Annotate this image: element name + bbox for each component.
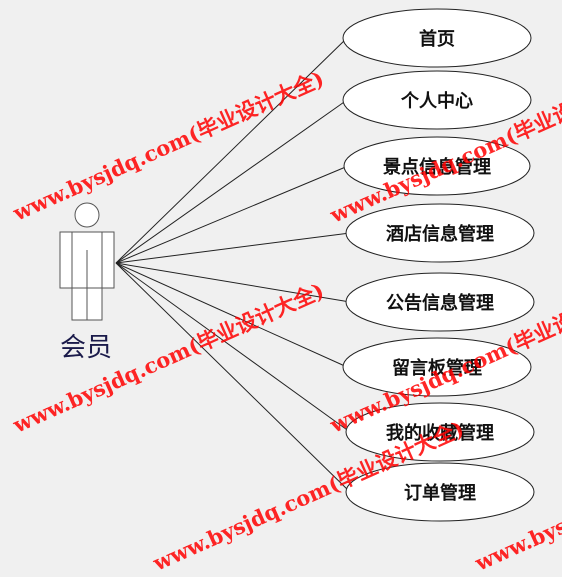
association-line: [115, 262, 348, 368]
association-line: [115, 262, 351, 303]
use-case[interactable]: 首页: [342, 8, 532, 68]
use-case-ellipse: [342, 70, 532, 130]
use-case-ellipse: [345, 203, 535, 263]
use-case[interactable]: 个人中心: [342, 70, 532, 130]
use-case[interactable]: 公告信息管理: [345, 272, 535, 332]
use-case-diagram: 会员 首页个人中心景点信息管理酒店信息管理公告信息管理留言板管理我的收藏管理订单…: [59, 8, 535, 522]
association-lines: [115, 37, 351, 493]
association-line: [115, 262, 351, 493]
use-case[interactable]: 景点信息管理: [343, 136, 531, 196]
actor-head: [74, 202, 100, 228]
use-case-ellipse: [345, 462, 535, 522]
use-case-ellipse: [345, 272, 535, 332]
actor-figure: [59, 202, 115, 321]
use-case-ellipse: [343, 136, 531, 196]
association-line: [115, 165, 349, 264]
use-case-label: 酒店信息管理: [386, 223, 494, 245]
association-line: [115, 262, 351, 433]
use-case[interactable]: 酒店信息管理: [345, 203, 535, 263]
association-line: [115, 99, 348, 264]
use-case[interactable]: 留言板管理: [342, 337, 532, 397]
actor-label: 会员: [60, 333, 112, 363]
use-case-label: 首页: [419, 28, 455, 50]
use-case-label: 我的收藏管理: [386, 422, 494, 444]
use-case-label: 订单管理: [404, 482, 476, 504]
use-case[interactable]: 我的收藏管理: [345, 402, 535, 462]
use-case-label: 景点信息管理: [383, 156, 491, 178]
association-line: [115, 37, 348, 264]
association-line: [115, 232, 351, 264]
use-case-label: 留言板管理: [392, 357, 482, 379]
use-case-ellipse: [342, 337, 532, 397]
use-case-label: 个人中心: [400, 90, 473, 112]
use-case-ellipse: [342, 8, 532, 68]
use-case-ellipse: [345, 402, 535, 462]
use-case[interactable]: 订单管理: [345, 462, 535, 522]
use-case-label: 公告信息管理: [386, 292, 494, 314]
